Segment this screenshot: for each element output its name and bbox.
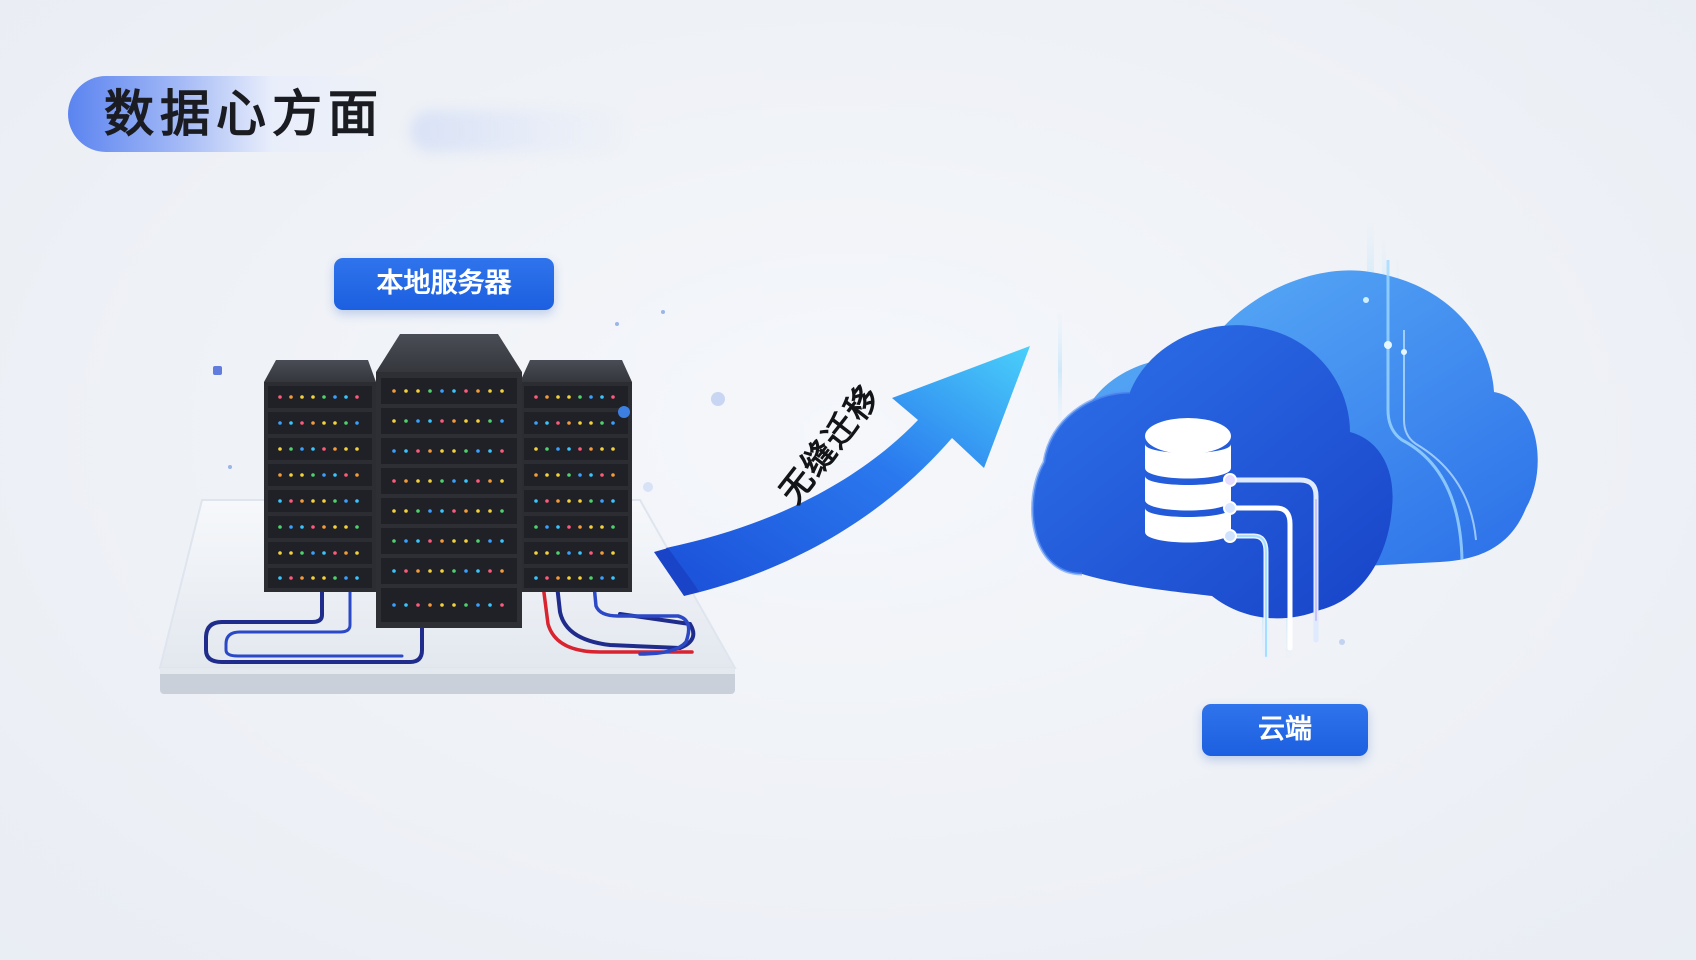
title-blur-decoration bbox=[410, 110, 630, 152]
database-connections bbox=[1229, 477, 1319, 659]
cloud-icon bbox=[1031, 260, 1538, 619]
particles bbox=[213, 310, 1345, 645]
arrow-icon bbox=[654, 346, 1030, 596]
page-title: 数据心方面 bbox=[104, 85, 384, 143]
local-server-label: 本地服务器 bbox=[334, 258, 554, 310]
cloud-label: 云端 bbox=[1202, 704, 1368, 756]
database-icon bbox=[1145, 418, 1237, 543]
title-pill-background bbox=[68, 76, 398, 152]
server-rack-icon bbox=[264, 334, 632, 628]
